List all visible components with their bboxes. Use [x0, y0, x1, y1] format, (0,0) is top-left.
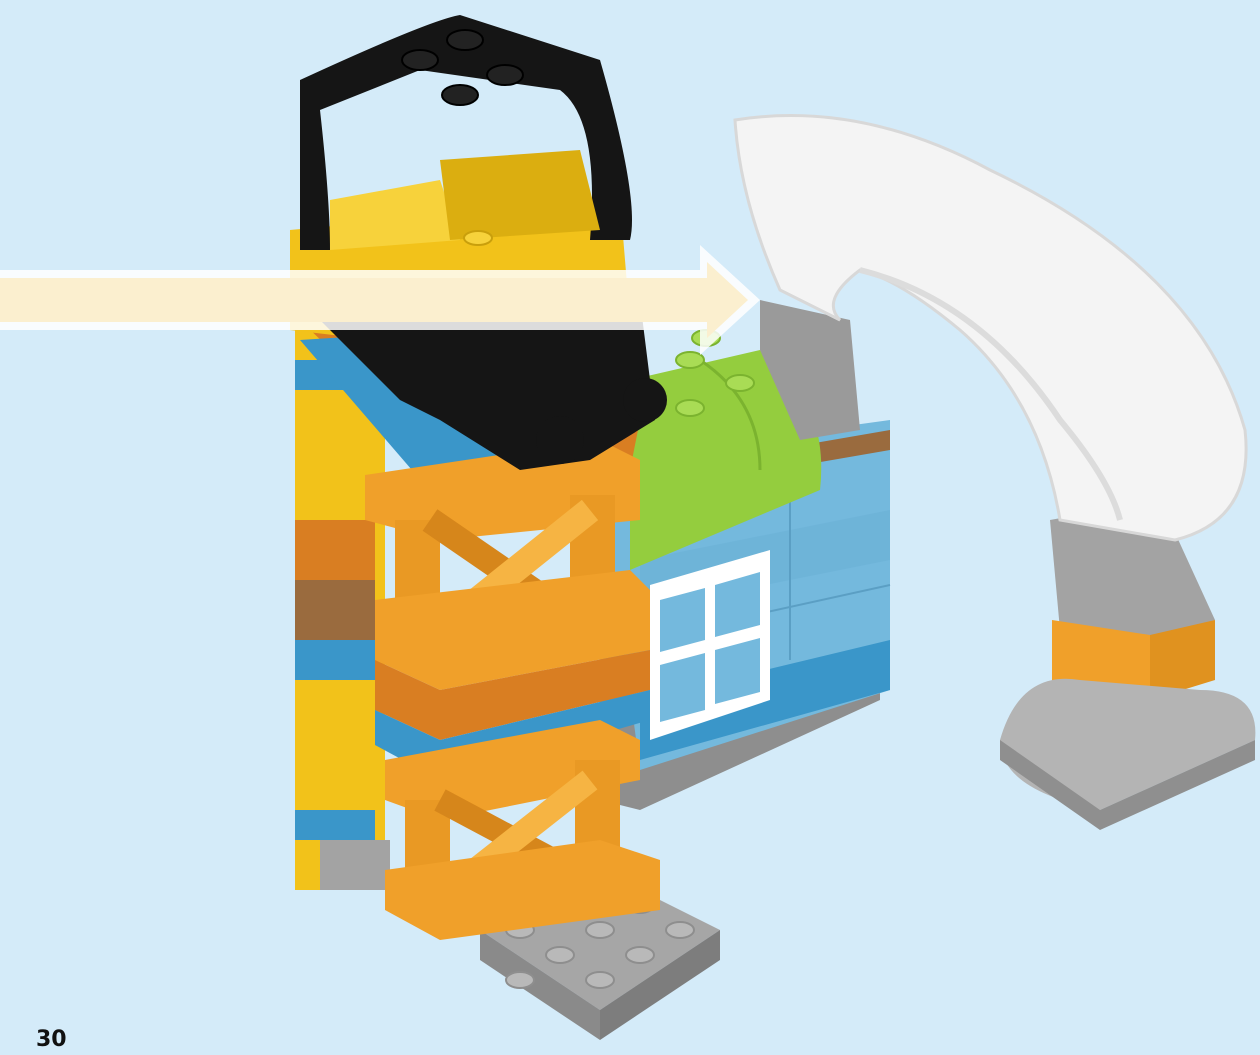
lattice-girder-lower: [385, 720, 660, 940]
page-number: 30: [36, 1028, 67, 1052]
